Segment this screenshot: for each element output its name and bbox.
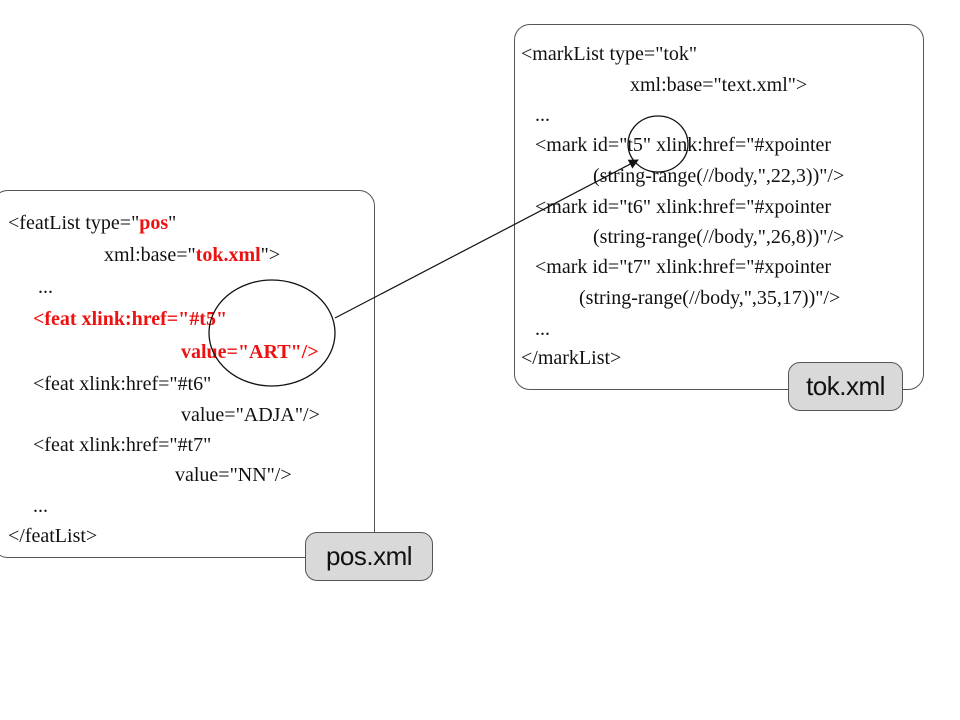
- marklist-open-line: <markList type="tok": [521, 43, 698, 65]
- mark-t7-range-line: (string-range(//body,",35,17))"/>: [579, 287, 841, 309]
- mark-t6-range-line: (string-range(//body,",26,8))"/>: [593, 226, 845, 248]
- featlist-open-line: <featList type="pos": [8, 211, 176, 235]
- feat-t7-value-line: value="NN"/>: [175, 464, 292, 486]
- tok-ellipsis-bottom: ...: [535, 318, 550, 340]
- featlist-type-attr: <featList type=": [8, 212, 140, 234]
- pos-xml-file-tag: pos.xml: [305, 532, 433, 581]
- featlist-type-close-quote: ": [168, 212, 177, 234]
- tok-xml-file-tag: tok.xml: [788, 362, 903, 411]
- pos-ellipsis-top: ...: [38, 276, 53, 298]
- mark-t5-range-line: (string-range(//body,",22,3))"/>: [593, 165, 845, 187]
- feat-t5-href-line: <feat xlink:href="#t5": [33, 308, 228, 330]
- mark-t7-line: <mark id="t7" xlink:href="#xpointer: [535, 256, 832, 278]
- featlist-xmlbase-line: xml:base="tok.xml">: [104, 243, 280, 267]
- feat-t6-value-line: value="ADJA"/>: [181, 404, 320, 426]
- pos-ellipsis-bottom: ...: [33, 495, 48, 517]
- mark-t6-line: <mark id="t6" xlink:href="#xpointer: [535, 196, 832, 218]
- xmlbase-attr: xml:base=": [104, 244, 196, 266]
- featlist-close-line: </featList>: [8, 525, 98, 547]
- feat-t5-value-line: value="ART"/>: [181, 341, 319, 363]
- marklist-xmlbase-line: xml:base="text.xml">: [630, 74, 808, 96]
- featlist-type-value: pos: [139, 212, 169, 234]
- tok-ellipsis-top: ...: [535, 104, 550, 126]
- mark-t5-line: <mark id="t5" xlink:href="#xpointer: [535, 134, 832, 156]
- feat-t6-href-line: <feat xlink:href="#t6": [33, 373, 212, 395]
- feat-t7-href-line: <feat xlink:href="#t7": [33, 434, 212, 456]
- xmlbase-close: ">: [260, 244, 281, 266]
- xmlbase-value: tok.xml: [195, 244, 261, 266]
- marklist-close-line: </markList>: [521, 347, 622, 369]
